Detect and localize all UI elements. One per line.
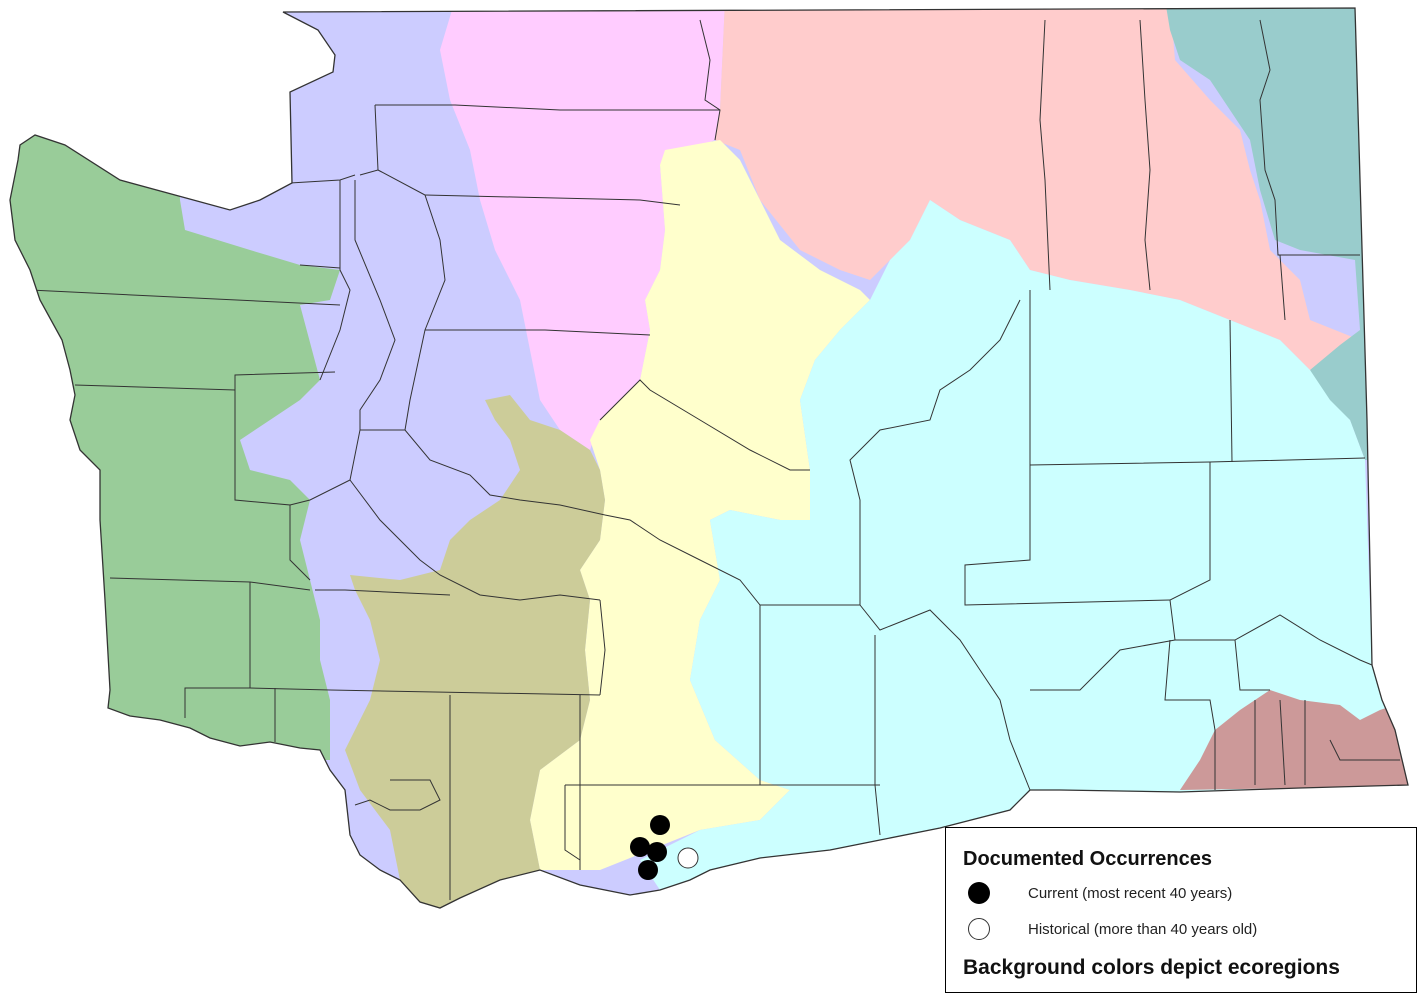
county-boundaries: [29, 19, 1400, 900]
current-occurrence-dot: [630, 837, 650, 857]
historical-occurrence-dot: [677, 847, 699, 869]
historical-occurrence-symbol: [968, 918, 990, 940]
map-legend: Documented Occurrences Current (most rec…: [945, 827, 1417, 993]
ecoregion-columbia-plateau: [640, 200, 1408, 890]
current-occurrence-dot: [638, 860, 658, 880]
legend-historical-label: Historical (more than 40 years old): [1028, 920, 1258, 938]
legend-title: Documented Occurrences: [963, 848, 1212, 870]
occurrence-points: [630, 815, 699, 880]
ecoregion-north-cascades: [440, 8, 725, 450]
ecoregion-okanogan: [715, 8, 1360, 420]
current-occurrence-symbol: [968, 882, 990, 904]
current-occurrence-dot: [647, 842, 667, 862]
legend-footer: Background colors depict ecoregions: [963, 956, 1340, 979]
legend-row-current: Current (most recent 40 years): [968, 880, 1232, 906]
ecoregion-coast-range: [10, 8, 340, 760]
legend-row-historical: Historical (more than 40 years old): [968, 916, 1257, 942]
ecoregion-cascades: [530, 140, 870, 870]
current-occurrence-dot: [650, 815, 670, 835]
state-outline: [9, 7, 1409, 909]
ecoregion-blue-mountains: [1180, 690, 1408, 790]
legend-current-label: Current (most recent 40 years): [1028, 884, 1233, 902]
